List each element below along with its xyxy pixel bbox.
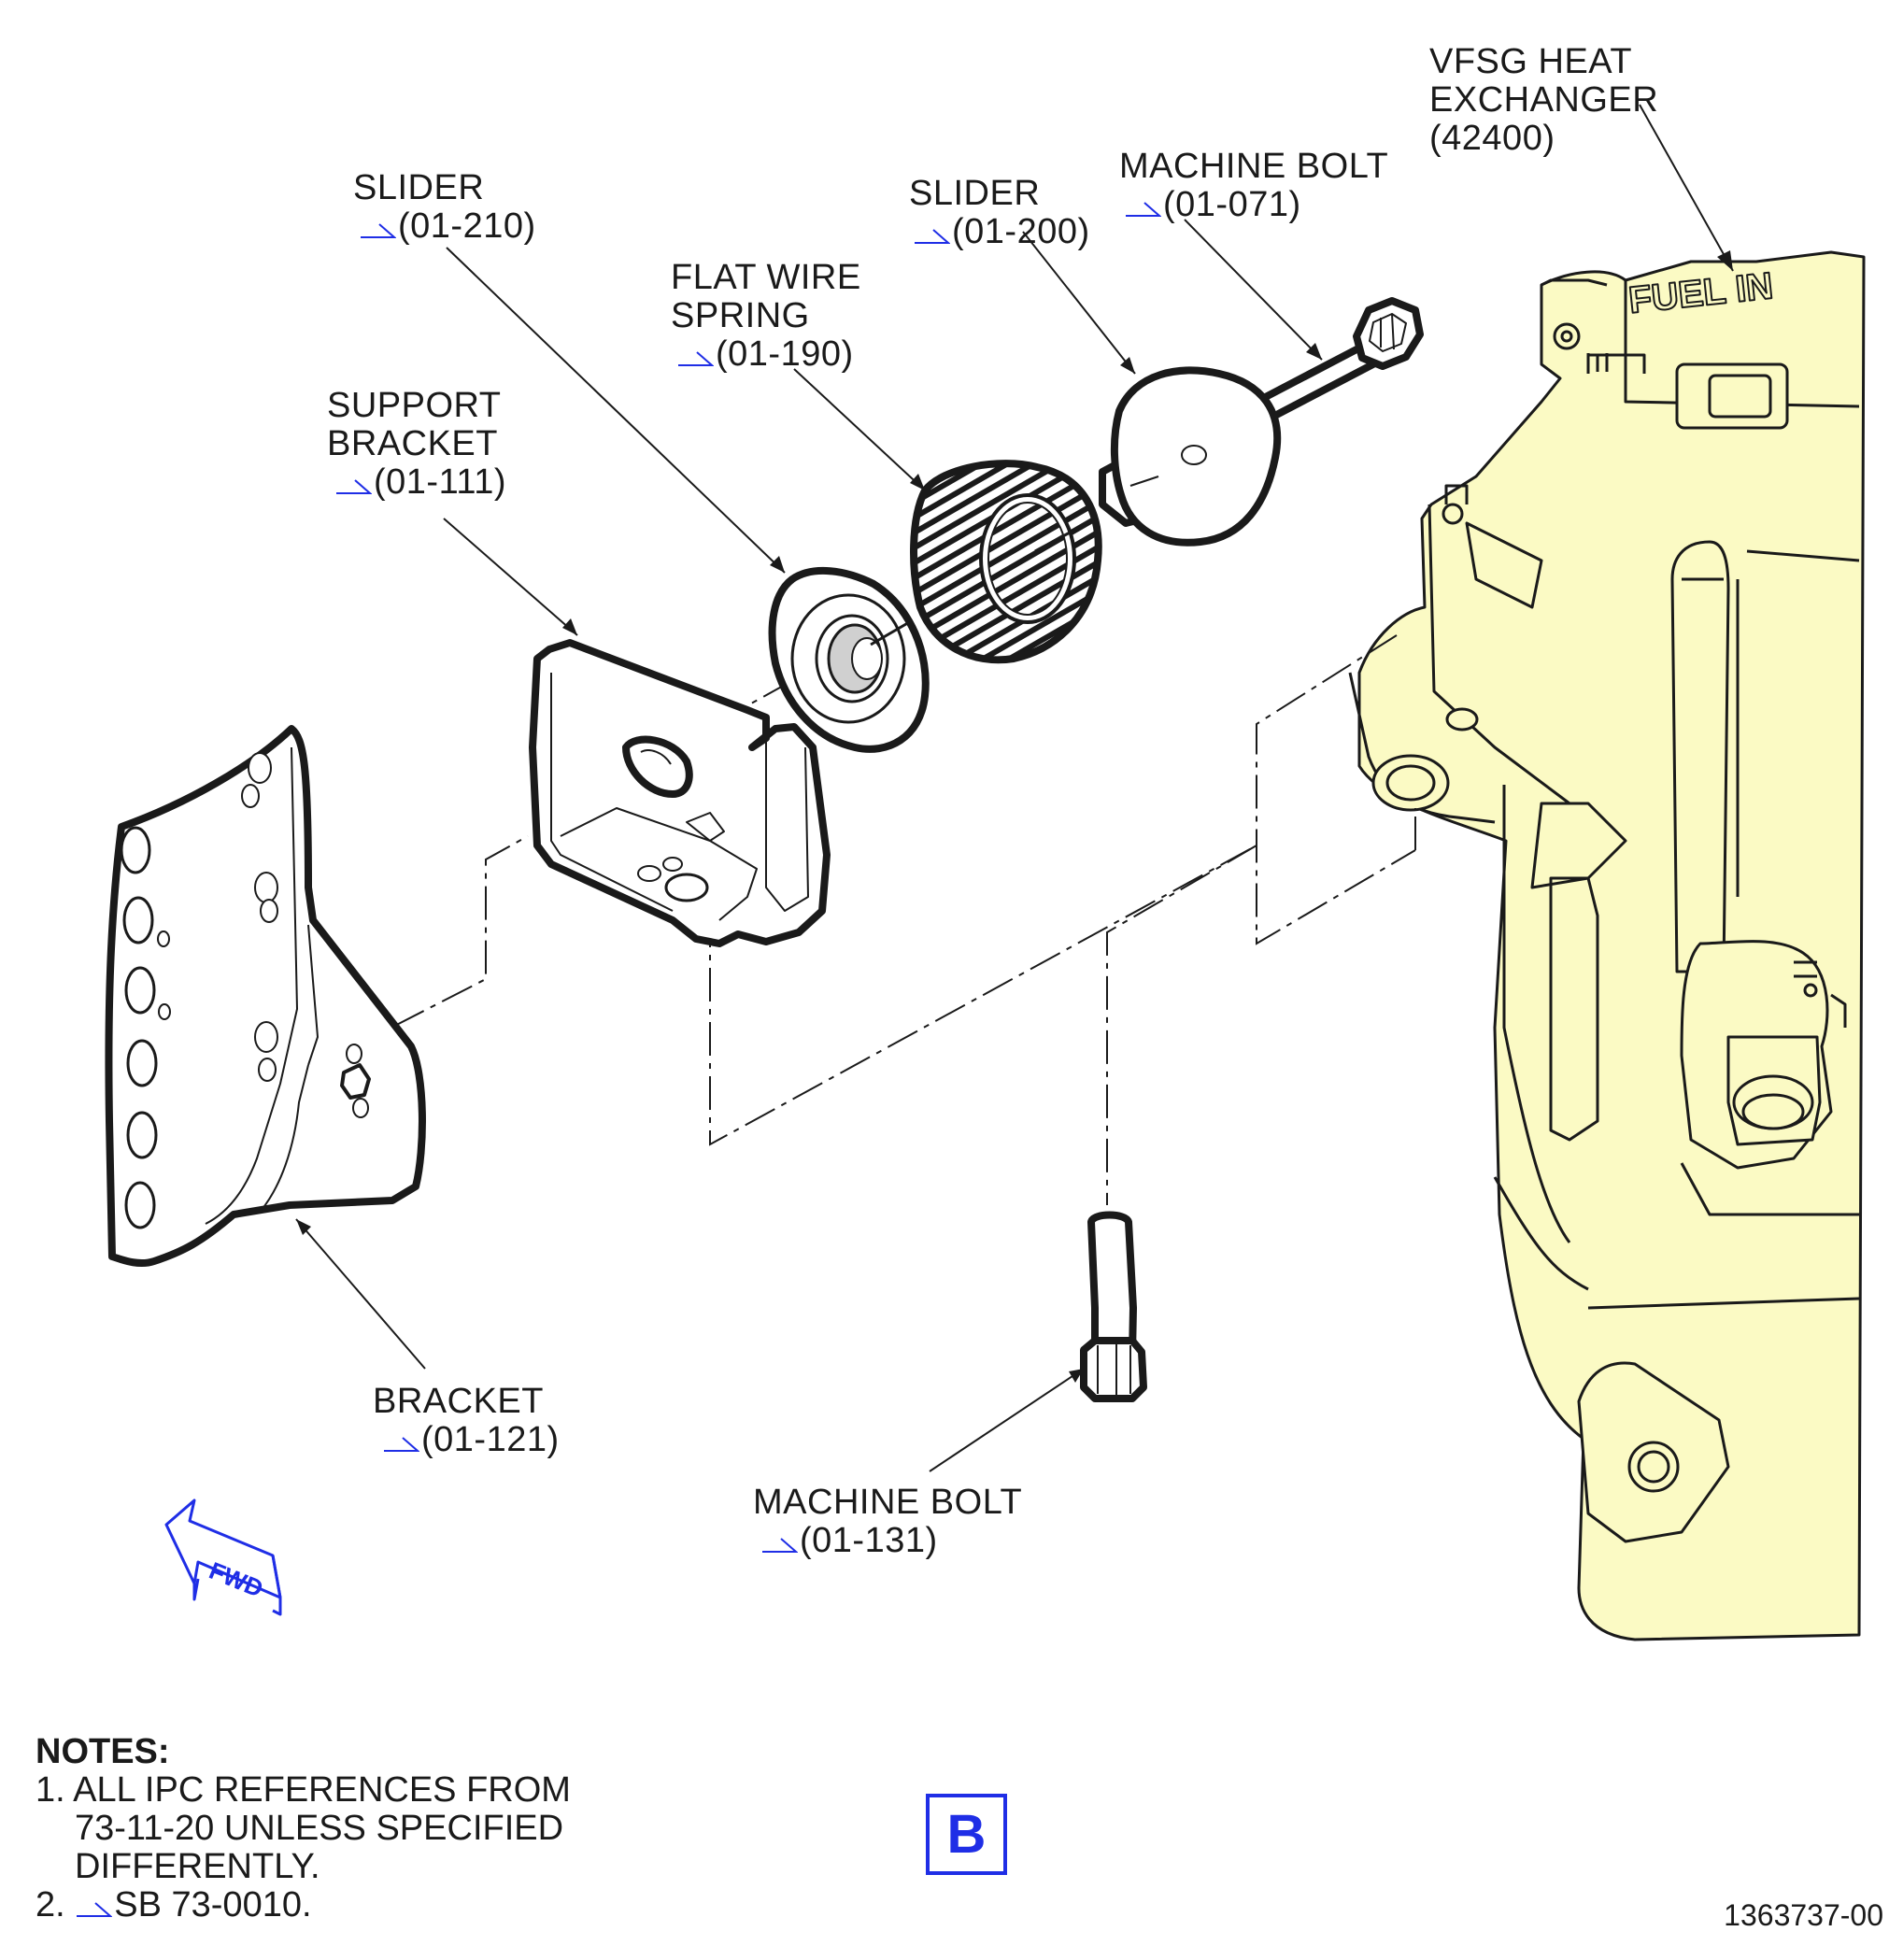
effectivity-triangle-icon [336,479,372,494]
vfsg-line1: VFSG HEAT [1429,42,1633,81]
support-bracket-line1: SUPPORT [327,386,502,425]
label-bracket[interactable]: BRACKET (01-121) [373,1383,560,1459]
support-bracket [529,639,831,947]
machine-bolt-top-name: MACHINE BOLT [1119,147,1389,186]
machine-bolt-top-ref: (01-071) [1163,185,1301,224]
bracket-name: BRACKET [373,1382,544,1421]
leader-lines [295,104,1734,1472]
machine-bolt-bottom-name: MACHINE BOLT [753,1483,1023,1522]
fwd-arrow-icon: FWD [164,1498,282,1616]
slider-200-name: SLIDER [909,174,1041,213]
effectivity-triangle-icon [77,1902,113,1917]
label-vfsg-heat-exchanger: VFSG HEAT EXCHANGER (42400) [1429,43,1658,158]
label-flat-wire-spring[interactable]: FLAT WIRE SPRING (01-190) [671,259,861,374]
support-bracket-ref: (01-111) [374,462,506,502]
effectivity-triangle-icon [1126,202,1161,217]
spring-line1: FLAT WIRE [671,258,861,297]
effectivity-triangle-icon [762,1538,798,1553]
label-slider-01-210[interactable]: SLIDER (01-210) [353,169,536,246]
effectivity-triangle-icon [678,351,714,366]
slider-210-name: SLIDER [353,168,485,207]
machine-bolt-bottom [1080,1211,1147,1402]
effectivity-triangle-icon [361,223,396,238]
label-slider-01-200[interactable]: SLIDER (01-200) [907,175,1090,251]
flat-wire-spring [910,460,1102,664]
bracket-plate [105,725,426,1268]
note-1-line-a: 1. ALL IPC REFERENCES FROM [36,1770,571,1810]
notes-title: NOTES: [36,1732,170,1771]
note-2-number: 2. [36,1885,65,1924]
label-support-bracket[interactable]: SUPPORT BRACKET (01-111) [327,387,506,502]
label-machine-bolt-bottom[interactable]: MACHINE BOLT (01-131) [753,1484,1022,1560]
vfsg-ref: (42400) [1429,119,1555,158]
effectivity-triangle-icon [384,1437,419,1452]
label-machine-bolt-top[interactable]: MACHINE BOLT (01-071) [1119,148,1388,224]
effectivity-triangle-icon [915,229,950,244]
slider-210-ref: (01-210) [398,206,536,246]
note-1-line-c: DIFFERENTLY. [75,1847,320,1886]
slider-200-ref: (01-200) [952,212,1090,251]
spring-line2: SPRING [671,296,810,335]
notes-block: NOTES: 1. ALL IPC REFERENCES FROM 73-11-… [36,1733,571,1924]
vfsg-line2: EXCHANGER [1429,80,1659,120]
bracket-ref: (01-121) [421,1420,560,1459]
drawing-number: 1363737-00 [1724,1898,1883,1932]
support-bracket-line2: BRACKET [327,424,498,463]
machine-bolt-bottom-ref: (01-131) [800,1521,938,1560]
note-2-line: 2. SB 73-0010. [36,1886,571,1924]
spring-ref: (01-190) [716,334,854,374]
note-2-text: SB 73-0010. [114,1885,312,1924]
vfsg-heat-exchanger-housing: FUEL IN [1348,250,1866,1641]
note-1-line-b: 73-11-20 UNLESS SPECIFIED [75,1809,564,1848]
view-letter-box: B [926,1794,1007,1875]
slider-01-200 [1099,366,1282,547]
slider-01-210 [768,566,930,753]
